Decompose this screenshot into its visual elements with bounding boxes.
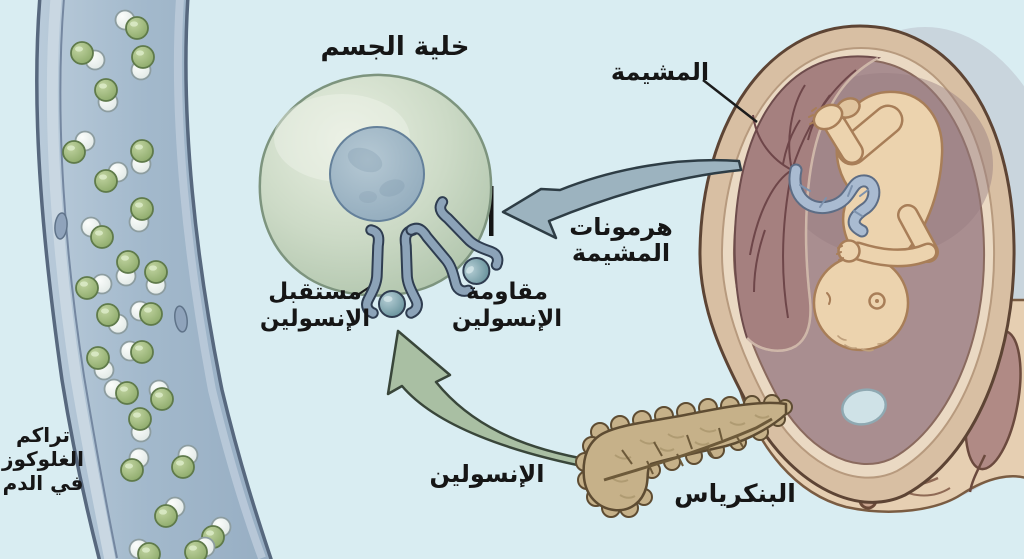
glucose-accumulation-label: تراكم الغلوكوز في الدم — [0, 423, 86, 495]
insulin-receptor — [405, 196, 504, 297]
glucose-molecule — [86, 346, 115, 381]
insulin-resistance-label: مقاومة الإنسولين — [447, 279, 567, 333]
glucose-molecule — [80, 216, 114, 249]
glucose-molecules — [62, 9, 232, 559]
fetus-hand — [837, 239, 861, 263]
pancreas-lobules — [611, 414, 770, 499]
pancreas — [575, 394, 793, 518]
insulin-resistance-label-line2: الإنسولين — [451, 306, 563, 333]
fetus — [788, 90, 944, 352]
glucose-molecule — [96, 303, 129, 335]
glucose-molecule — [70, 41, 106, 71]
insulin-receptor — [361, 224, 423, 319]
glucose-molecule — [114, 9, 149, 40]
glucose-molecule — [115, 250, 140, 287]
glucose-molecule — [128, 407, 152, 443]
cell-nucleus — [329, 126, 425, 222]
bladder — [841, 388, 887, 426]
glucose-molecule — [144, 260, 168, 296]
glucose-molecule — [129, 300, 163, 326]
placenta-label: المشيمة — [610, 58, 710, 86]
glucose-label-line3: في الدم — [2, 471, 84, 495]
glucose-label-line1: تراكم — [15, 423, 71, 447]
glucose-molecule — [130, 139, 154, 175]
insulin-receptor-label-line1: مستقبل — [268, 279, 362, 305]
glucose-molecule — [119, 340, 154, 364]
glucose-molecule — [128, 197, 154, 233]
umbilical-cord — [788, 163, 881, 238]
insulin-resistance-label-line1: مقاومة — [466, 279, 548, 305]
blocked-signal-bar — [489, 186, 494, 236]
glucose-molecule — [94, 161, 129, 193]
placenta-hormones-arrow — [501, 158, 743, 240]
glucose-molecule — [184, 536, 216, 559]
fetus-ear — [868, 292, 886, 310]
fetus-eye — [826, 292, 832, 305]
body-cell-label: خلية الجسم — [320, 32, 470, 62]
glucose-molecule — [154, 496, 186, 528]
glucose-molecule — [103, 378, 139, 405]
pancreatic-duct — [603, 417, 773, 482]
placenta-hormones-label-line1: هرمونات — [569, 213, 673, 241]
insulin-molecule — [378, 290, 406, 318]
glucose-molecule — [75, 273, 113, 300]
pancreas-label: البنكرياس — [674, 479, 796, 508]
insulin-label: الإنسولين — [429, 460, 545, 488]
glucose-molecule — [148, 379, 174, 411]
insulin-receptors — [361, 196, 504, 319]
fetus-foot — [812, 103, 844, 131]
placenta-pointer-line — [702, 79, 758, 123]
insulin-receptor-label: مستقبل الإنسولين — [252, 279, 378, 333]
insulin-arrow — [386, 329, 594, 470]
fetus-head — [812, 254, 910, 352]
glucose-molecule — [130, 45, 155, 81]
placenta-vessels — [749, 69, 857, 319]
pregnant-anatomy — [698, 24, 1024, 513]
glucose-molecule — [120, 447, 150, 482]
placenta-hormones-label-line2: المشيمة — [571, 239, 671, 268]
glucose-label-line2: الغلوكوز — [1, 447, 85, 471]
insulin-molecule — [462, 256, 491, 285]
glucose-molecule — [62, 130, 96, 164]
insulin-receptor-label-line2: الإنسولين — [259, 306, 371, 333]
vessel-wall-nucleus — [174, 305, 188, 333]
vessel-wall-nucleus — [54, 212, 68, 240]
glucose-molecule — [94, 78, 119, 113]
glucose-molecule — [171, 444, 199, 479]
placenta-hormones-label: هرمونات المشيمة — [556, 214, 686, 267]
